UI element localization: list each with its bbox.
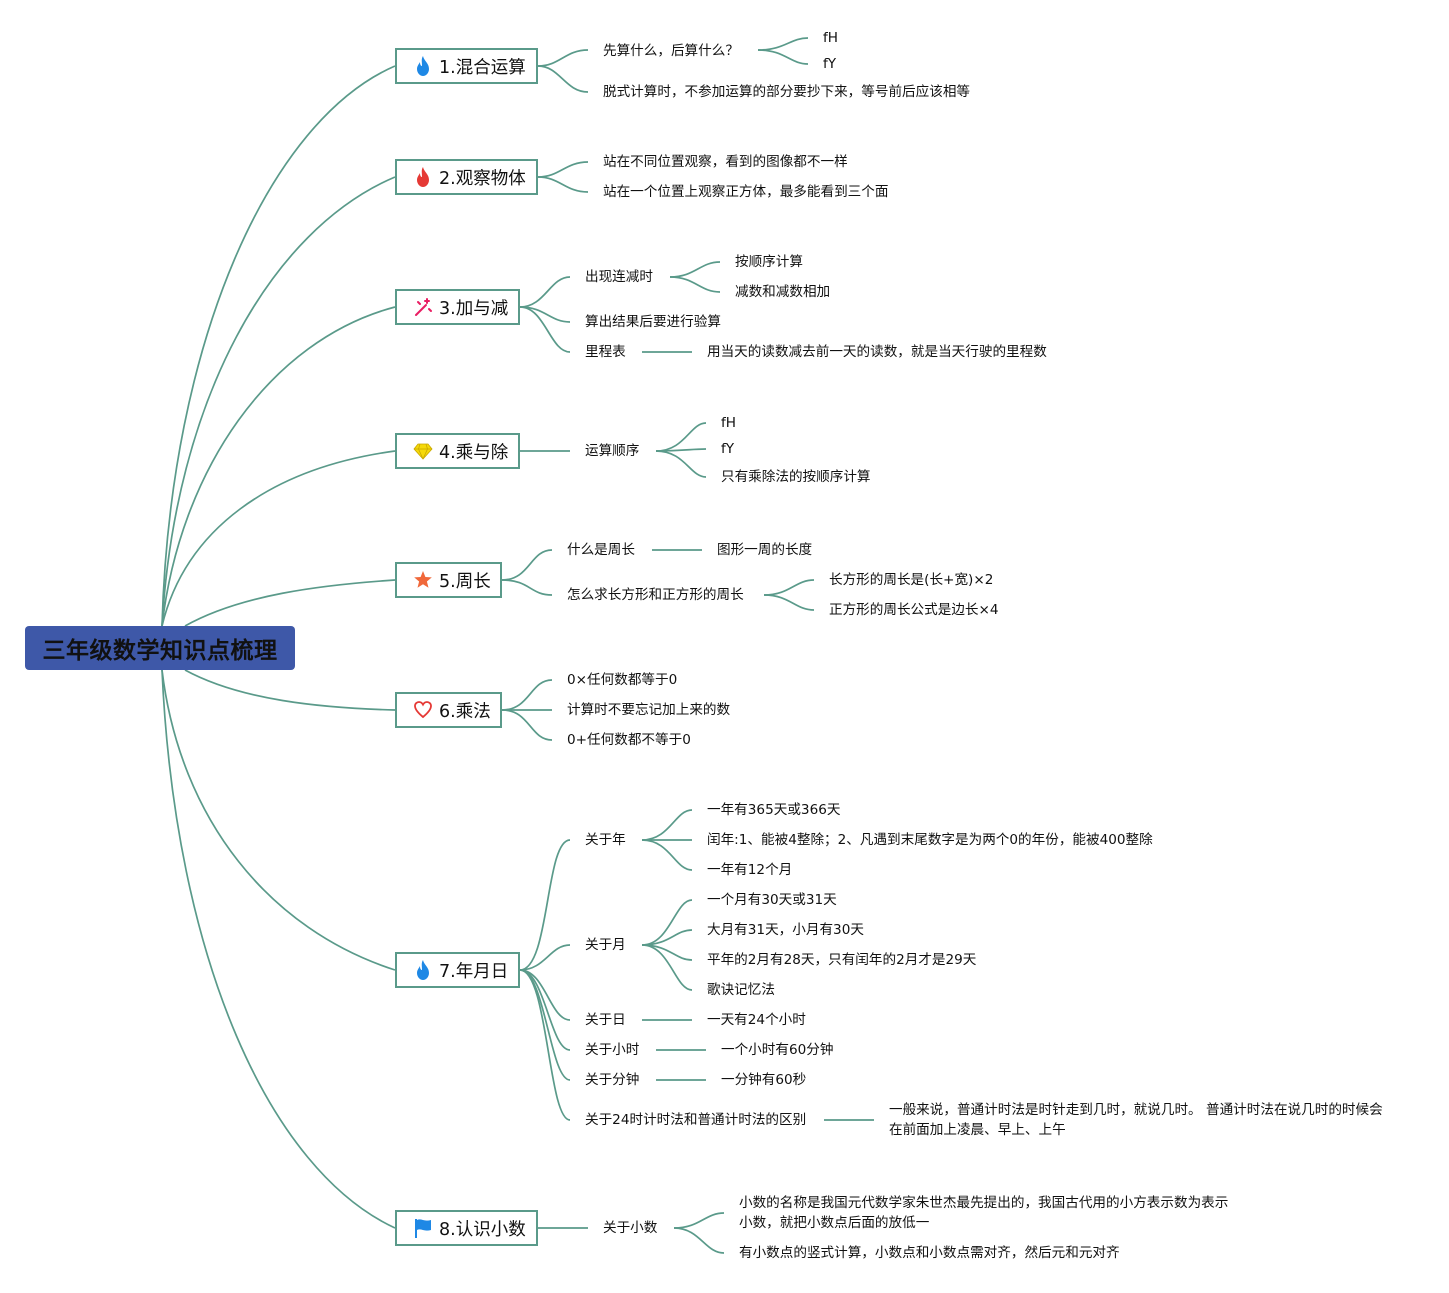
branch-topic-4[interactable]: 4.乘与除 xyxy=(395,433,520,469)
branch-topic-5[interactable]: 5.周长 xyxy=(395,562,502,598)
subtopic[interactable]: 小数的名称是我国元代数学家朱世杰最先提出的，我国古代用的小方表示数为表示小数，就… xyxy=(739,1195,1229,1231)
subtopic[interactable]: 关于24时计时法和普通计时法的区别 xyxy=(585,1112,807,1128)
subtopic[interactable]: 一年有365天或366天 xyxy=(707,802,841,818)
link-root-b4 xyxy=(161,450,396,627)
subtopic[interactable]: 什么是周长 xyxy=(567,542,635,558)
branch-label: 6.乘法 xyxy=(439,701,491,722)
subtopic[interactable]: 按顺序计算 xyxy=(735,254,803,270)
heart-icon xyxy=(413,699,433,721)
flag-icon xyxy=(413,1217,433,1239)
link-root-b7 xyxy=(161,669,396,971)
branch-label: 4.乘与除 xyxy=(439,442,509,463)
branch-topic-8[interactable]: 8.认识小数 xyxy=(395,1210,538,1246)
branch-topic-6[interactable]: 6.乘法 xyxy=(395,692,502,728)
link-root-b3 xyxy=(161,306,396,627)
subtopic[interactable]: 计算时不要忘记加上来的数 xyxy=(567,702,731,718)
subtopic[interactable]: 一天有24个小时 xyxy=(707,1012,806,1028)
subtopic[interactable]: 怎么求长方形和正方形的周长 xyxy=(567,587,744,603)
subtopic[interactable]: 用当天的读数减去前一天的读数，就是当天行驶的里程数 xyxy=(707,344,1047,360)
subtopic[interactable]: 算出结果后要进行验算 xyxy=(585,314,721,330)
subtopic[interactable]: 一个小时有60分钟 xyxy=(721,1042,834,1058)
subtopic[interactable]: 关于分钟 xyxy=(585,1072,640,1088)
subtopic[interactable]: 只有乘除法的按顺序计算 xyxy=(721,469,871,485)
subtopic[interactable]: fY xyxy=(823,56,837,72)
subtopic[interactable]: 关于月 xyxy=(585,937,626,953)
subtopic[interactable]: 正方形的周长公式是边长×4 xyxy=(829,602,999,618)
fire-icon xyxy=(413,166,433,188)
subtopic[interactable]: 站在不同位置观察，看到的图像都不一样 xyxy=(603,154,848,170)
root-topic[interactable]: 三年级数学知识点梳理 xyxy=(25,626,295,670)
subtopic[interactable]: 先算什么，后算什么？ xyxy=(603,43,739,59)
subtopic[interactable]: 出现连减时 xyxy=(585,269,653,285)
branch-label: 7.年月日 xyxy=(439,961,509,982)
branch-label: 8.认识小数 xyxy=(439,1219,526,1240)
branch-topic-2[interactable]: 2.观察物体 xyxy=(395,159,538,195)
subtopic[interactable]: 里程表 xyxy=(585,344,626,360)
branch-label: 1.混合运算 xyxy=(439,57,526,78)
subtopic[interactable]: 脱式计算时，不参加运算的部分要抄下来，等号前后应该相等 xyxy=(603,84,971,100)
branch-label: 3.加与减 xyxy=(439,298,509,319)
subtopic[interactable]: fH xyxy=(721,415,737,431)
subtopic[interactable]: fH xyxy=(823,30,839,46)
subtopic[interactable]: 一年有12个月 xyxy=(707,862,793,878)
subtopic[interactable]: fY xyxy=(721,441,735,457)
subtopic[interactable]: 闰年:1、能被4整除；2、凡遇到末尾数字是为两个0的年份，能被400整除 xyxy=(707,832,1153,848)
link-root-b2 xyxy=(161,176,396,627)
subtopic[interactable]: 平年的2月有28天，只有闰年的2月才是29天 xyxy=(707,952,977,968)
subtopic[interactable]: 歌诀记忆法 xyxy=(707,982,775,998)
fire-icon xyxy=(413,959,433,981)
subtopic[interactable]: 运算顺序 xyxy=(585,443,640,459)
subtopic[interactable]: 关于小数 xyxy=(603,1220,658,1236)
subtopic[interactable]: 减数和减数相加 xyxy=(735,284,831,300)
subtopic[interactable]: 大月有31天，小月有30天 xyxy=(707,922,864,938)
subtopic[interactable]: 0+任何数都不等于0 xyxy=(567,732,691,748)
subtopic[interactable]: 0×任何数都等于0 xyxy=(567,672,678,688)
fire-icon xyxy=(413,55,433,77)
diamond-icon xyxy=(413,440,433,462)
link-root-b1 xyxy=(161,65,396,627)
branch-topic-7[interactable]: 7.年月日 xyxy=(395,952,520,988)
subtopic[interactable]: 关于小时 xyxy=(585,1042,640,1058)
subtopic[interactable]: 一般来说，普通计时法是时针走到几时，就说几时。 普通计时法在说几时的时候会在前面… xyxy=(889,1102,1383,1138)
subtopic[interactable]: 站在一个位置上观察正方体，最多能看到三个面 xyxy=(603,184,889,200)
link-root-b6 xyxy=(184,669,396,711)
link-root-b8 xyxy=(161,669,396,1229)
subtopic[interactable]: 关于年 xyxy=(585,832,626,848)
branch-topic-3[interactable]: 3.加与减 xyxy=(395,289,520,325)
star-icon xyxy=(413,569,433,591)
branch-label: 5.周长 xyxy=(439,571,491,592)
branch-label: 2.观察物体 xyxy=(439,168,526,189)
branch-topic-1[interactable]: 1.混合运算 xyxy=(395,48,538,84)
subtopic[interactable]: 图形一周的长度 xyxy=(717,542,813,558)
subtopic[interactable]: 一分钟有60秒 xyxy=(721,1072,807,1088)
link-root-b5 xyxy=(184,579,396,627)
subtopic[interactable]: 有小数点的竖式计算，小数点和小数点需对齐，然后元和元对齐 xyxy=(739,1245,1120,1261)
subtopic[interactable]: 一个月有30天或31天 xyxy=(707,892,837,908)
subtopic[interactable]: 长方形的周长是(长+宽)×2 xyxy=(829,572,994,588)
subtopic[interactable]: 关于日 xyxy=(585,1012,626,1028)
sparkle-icon xyxy=(413,296,433,318)
